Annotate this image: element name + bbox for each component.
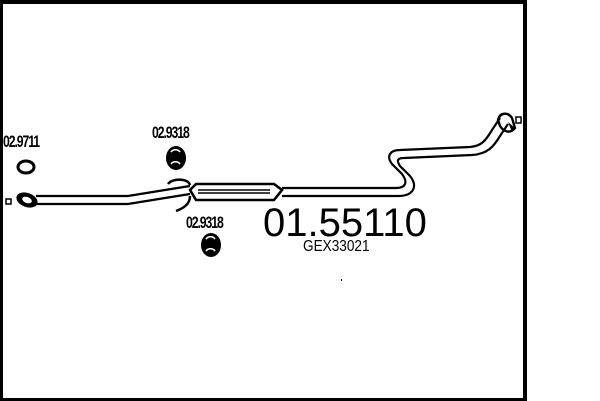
tailpipe-end-icon: [496, 112, 522, 133]
hanger-bracket-icon: [166, 178, 192, 213]
oe-reference-number: GEX33021: [303, 238, 370, 255]
flange-bolt-icon: [5, 198, 12, 205]
rear-pipe: [282, 117, 509, 198]
front-pipe: [36, 184, 191, 206]
ring-gasket-code: 02.9711: [3, 132, 40, 151]
center-muffler: [188, 182, 284, 202]
rubber-hanger-top-icon: [166, 146, 186, 170]
ring-gasket-icon: [16, 159, 36, 175]
rubber-hanger-bottom-icon: [201, 233, 221, 257]
rubber-hanger-bottom-code: 02.9318: [186, 213, 224, 232]
main-part-number: 01.55110: [263, 201, 427, 245]
stray-mark: [341, 279, 342, 281]
front-flange-icon: [16, 192, 38, 208]
rubber-hanger-top-code: 02.9318: [152, 123, 190, 142]
